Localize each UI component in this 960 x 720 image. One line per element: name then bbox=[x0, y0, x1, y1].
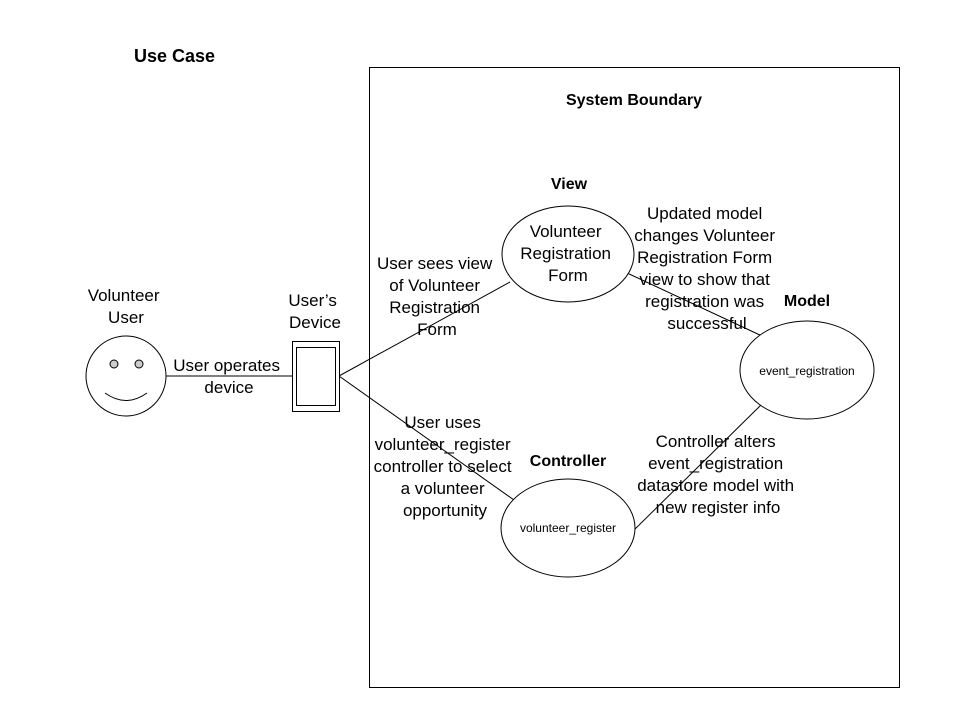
diagram-title: Use Case bbox=[134, 46, 215, 66]
line-device-controller bbox=[338, 375, 515, 501]
controller-label: volunteer_register bbox=[520, 521, 616, 535]
user-device-icon bbox=[292, 341, 340, 412]
label-device-controller: User uses volunteer_register controller … bbox=[374, 413, 517, 520]
actor-right-eye-icon bbox=[134, 359, 144, 369]
actor-left-eye-icon bbox=[109, 359, 119, 369]
controller-ellipse bbox=[500, 478, 636, 578]
view-label: Volunteer Registration Form bbox=[520, 222, 615, 285]
device-label: User’s Device bbox=[288, 291, 341, 332]
line-device-view bbox=[338, 281, 511, 377]
actor-face-icon bbox=[85, 335, 167, 417]
system-boundary-box bbox=[369, 67, 900, 688]
label-controller-model: Controller alters event_registration dat… bbox=[637, 432, 799, 517]
label-user-device: User operates device bbox=[173, 356, 285, 397]
label-device-view: User sees view of Volunteer Registration… bbox=[377, 254, 497, 339]
line-view-model bbox=[624, 271, 763, 337]
connector-lines bbox=[166, 271, 763, 531]
controller-heading: Controller bbox=[530, 453, 606, 470]
actor-label: Volunteer User bbox=[88, 286, 165, 327]
model-heading: Model bbox=[784, 293, 830, 310]
model-ellipse bbox=[739, 320, 875, 420]
view-heading: View bbox=[551, 176, 588, 193]
label-view-model: Updated model changes Volunteer Registra… bbox=[634, 204, 780, 333]
volunteer-user-actor bbox=[85, 335, 167, 417]
system-boundary-label: System Boundary bbox=[566, 92, 702, 109]
view-ellipse bbox=[501, 205, 635, 303]
actor-smile-icon bbox=[104, 392, 148, 401]
model-label: event_registration bbox=[759, 364, 854, 378]
line-controller-model bbox=[633, 403, 763, 531]
